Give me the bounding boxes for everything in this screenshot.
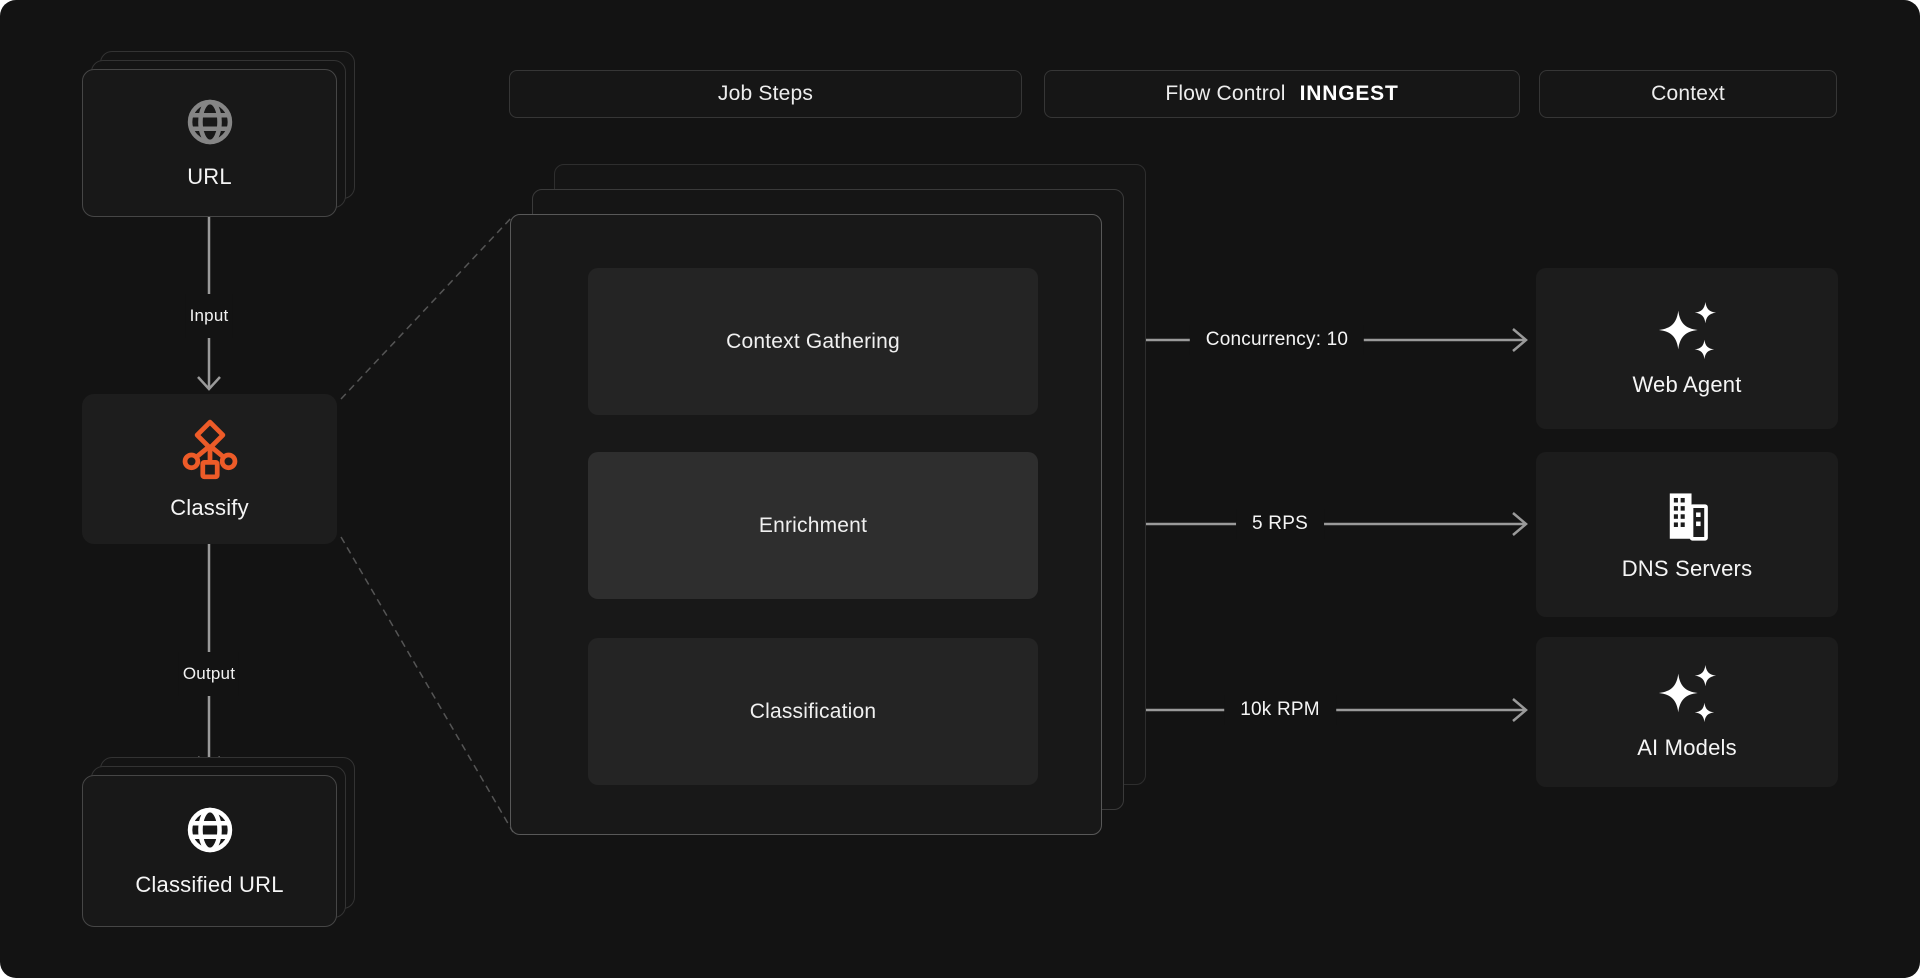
classified-url-card: Classified URL <box>82 775 337 927</box>
inngest-logo: INNGEST <box>1299 82 1399 105</box>
service-label: Web Agent <box>1632 371 1742 397</box>
service-label: AI Models <box>1637 735 1737 760</box>
globe-icon <box>187 99 232 145</box>
step-label: Context Gathering <box>726 329 900 353</box>
header-job-steps: Job Steps <box>509 70 1022 118</box>
step-classification: Classification <box>588 638 1038 785</box>
header-flow-control: Flow Control INNGEST <box>1044 70 1520 118</box>
job-steps-panel: Context Gathering Enrichment Classificat… <box>510 214 1102 835</box>
step-label: Enrichment <box>758 513 868 537</box>
rps-label: 5 RPS <box>1236 509 1324 539</box>
sparkles-icon <box>1658 301 1717 359</box>
input-arrow-label: Input <box>185 294 233 338</box>
sparkles-icon <box>1658 664 1717 723</box>
context-header-label: Context <box>1651 82 1725 105</box>
expand-dashed-line-top <box>340 215 514 400</box>
classify-node: Classify <box>82 394 337 544</box>
input-arrowhead-icon <box>197 376 221 391</box>
service-web-agent: Web Agent <box>1536 268 1838 429</box>
output-arrow-label: Output <box>178 652 240 696</box>
expand-dashed-line-bottom <box>340 536 514 833</box>
flow-control-header-label: Flow Control <box>1165 82 1286 105</box>
concurrency-label: Concurrency: 10 <box>1189 325 1365 355</box>
url-card-label: URL <box>187 164 232 189</box>
rpm-label: 10k RPM <box>1224 695 1336 725</box>
globe-icon <box>187 807 232 853</box>
classified-url-card-label: Classified URL <box>135 872 284 897</box>
step-context-gathering: Context Gathering <box>588 268 1038 415</box>
header-context: Context <box>1539 70 1837 118</box>
rpm-arrowhead-icon <box>1512 698 1528 722</box>
service-dns-servers: DNS Servers <box>1536 452 1838 617</box>
classify-node-label: Classify <box>170 495 249 520</box>
classify-branch-icon <box>182 419 237 480</box>
building-icon <box>1669 492 1708 541</box>
url-card: URL <box>82 69 337 217</box>
concurrency-arrowhead-icon <box>1512 328 1528 352</box>
step-enrichment: Enrichment <box>588 452 1038 599</box>
job-steps-header-label: Job Steps <box>717 82 814 105</box>
service-ai-models: AI Models <box>1536 637 1838 787</box>
service-label: DNS Servers <box>1621 555 1753 581</box>
rps-arrowhead-icon <box>1512 512 1528 536</box>
step-label: Classification <box>749 699 877 723</box>
